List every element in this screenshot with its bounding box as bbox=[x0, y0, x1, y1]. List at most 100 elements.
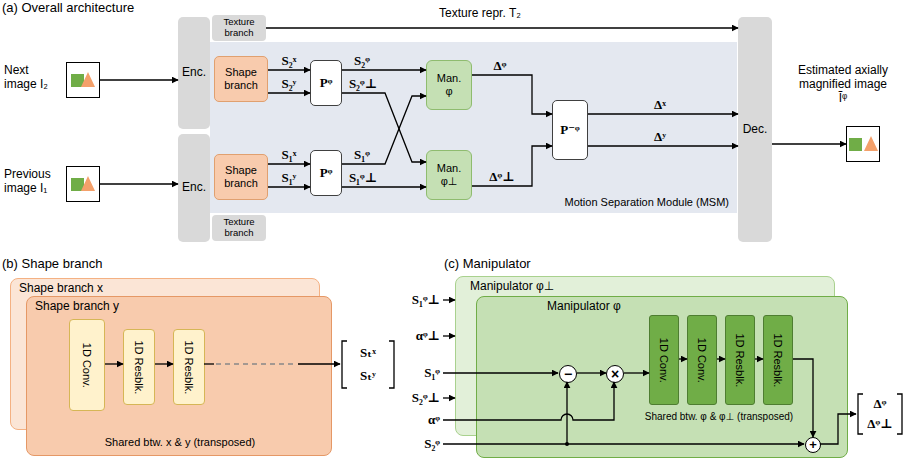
image-frame bbox=[847, 127, 880, 162]
connector bbox=[100, 183, 178, 184]
edge-label: S₁ʸ bbox=[281, 171, 296, 186]
connector bbox=[268, 69, 310, 70]
operator-circle: × bbox=[606, 365, 624, 383]
input-arrow bbox=[443, 443, 804, 444]
manipulator-box: Man. φ bbox=[426, 60, 472, 110]
connector bbox=[105, 363, 123, 364]
node-label: 1D Conv. bbox=[696, 337, 709, 382]
output-arrow bbox=[298, 363, 340, 364]
connector bbox=[266, 27, 738, 28]
input-arrow bbox=[443, 372, 558, 373]
image-icon bbox=[846, 126, 880, 162]
connector bbox=[268, 92, 310, 93]
texture-branch-box: Texture branch bbox=[212, 15, 266, 41]
connector bbox=[717, 358, 725, 359]
operator-circle: − bbox=[559, 365, 577, 383]
edge-label: S₂ʸ bbox=[281, 77, 296, 92]
dashed-line bbox=[216, 363, 296, 364]
bracket bbox=[897, 394, 902, 434]
junction-dot bbox=[565, 442, 569, 446]
node-label: Pᵠ bbox=[320, 76, 333, 91]
operator-circle: + bbox=[805, 437, 821, 453]
section-title: (b) Shape branch bbox=[2, 257, 102, 272]
connector bbox=[755, 358, 763, 359]
edge-label: Δˣ bbox=[654, 98, 666, 113]
encoder-box: Enc. bbox=[178, 17, 210, 129]
texture-branch-box: Texture branch bbox=[212, 215, 266, 241]
layer-block: 1D Resblk. bbox=[763, 315, 793, 405]
signal-label: αᵠ⊥ bbox=[380, 329, 440, 344]
section-title: (a) Overall architecture bbox=[2, 1, 134, 16]
signal-label: αᵠ bbox=[380, 413, 440, 428]
node-label: Next image I₂ bbox=[4, 64, 64, 92]
output-arrow bbox=[820, 414, 856, 444]
orange-triangle bbox=[81, 176, 95, 191]
edge-label: S₁ᵠ⊥ bbox=[349, 171, 377, 186]
connector bbox=[679, 358, 687, 359]
orange-triangle bbox=[81, 72, 95, 87]
decoder-box: Dec. bbox=[738, 17, 772, 242]
encoder-box: Enc. bbox=[178, 134, 210, 242]
connector bbox=[588, 113, 738, 114]
layer-block: 1D Conv. bbox=[687, 315, 717, 405]
node-label: 1D Conv. bbox=[658, 337, 671, 382]
connector bbox=[472, 146, 552, 186]
connector bbox=[793, 359, 813, 437]
connector bbox=[342, 186, 426, 187]
node-label: Shape branch bbox=[215, 164, 267, 189]
node-label: Texture branch bbox=[212, 17, 266, 39]
node-label: Manipulator φ bbox=[547, 300, 621, 314]
connector bbox=[342, 96, 426, 164]
projection-box: P⁻ᵠ bbox=[552, 100, 588, 160]
node-label: Shared btw. x & y (transposed) bbox=[27, 436, 333, 449]
node-label: Texture branch bbox=[212, 217, 266, 239]
node-label: Man. φ⊥ bbox=[433, 162, 465, 187]
connector bbox=[155, 363, 173, 364]
projection-box: Pᵠ bbox=[310, 150, 342, 196]
module-region: Motion Separation Module (MSM)Shape bran… bbox=[210, 42, 737, 213]
image-icon bbox=[66, 62, 100, 98]
edge-label: Δᵠ⊥ bbox=[489, 170, 514, 185]
node-label: Enc. bbox=[182, 181, 206, 195]
connector bbox=[100, 79, 178, 80]
manipulator-panel: Manipulator φ Shared btw. φ & φ⊥ (transpo… bbox=[476, 296, 848, 458]
edge-label: S₂ˣ bbox=[282, 54, 297, 69]
branch-panel: Shape branch yShared btw. x & y (transpo… bbox=[26, 296, 332, 456]
node-label: 1D Resblk. bbox=[133, 340, 146, 394]
input-arrow bbox=[443, 335, 455, 336]
layer-block: 1D Resblk. bbox=[123, 329, 155, 405]
node-label: Dec. bbox=[743, 123, 768, 137]
edge-label: Texture repr. T₂ bbox=[439, 7, 521, 21]
image-frame bbox=[67, 167, 100, 202]
branch-arrow bbox=[566, 382, 567, 444]
connector bbox=[624, 372, 649, 373]
bracket bbox=[342, 341, 347, 388]
signal-label: Δᵠ bbox=[874, 397, 887, 412]
signal-label: S₂ᵠ⊥ bbox=[380, 391, 440, 406]
signal-label: S₁ᵠ⊥ bbox=[380, 293, 440, 308]
node-label: 1D Resblk. bbox=[734, 333, 747, 387]
edge-label: Δʸ bbox=[654, 130, 666, 145]
signal-label: S₁ᵠ bbox=[380, 366, 440, 381]
signal-label: Δᵠ⊥ bbox=[867, 417, 892, 432]
manipulator-box: Man. φ⊥ bbox=[426, 150, 472, 200]
bracket bbox=[858, 394, 863, 434]
input-arrow bbox=[443, 299, 455, 300]
edge-label: S₂ᵠ⊥ bbox=[349, 77, 377, 92]
bracket bbox=[389, 341, 394, 388]
node-label: Pᵠ bbox=[320, 166, 333, 181]
node-label: Shared btw. φ & φ⊥ (transposed) bbox=[634, 411, 804, 423]
node-label: 1D Conv. bbox=[81, 342, 94, 387]
shape-branch-box: Shape branch bbox=[214, 154, 268, 200]
node-label: Enc. bbox=[182, 66, 206, 80]
edge-label: S₂ᵠ bbox=[354, 54, 370, 69]
node-label: Manipulator φ⊥ bbox=[470, 280, 554, 294]
signal-label: S₂ᵠ bbox=[380, 437, 440, 452]
input-arrow bbox=[443, 397, 455, 398]
connector bbox=[577, 372, 606, 373]
input-arrow bbox=[443, 382, 614, 420]
node-label: Previous image I₁ bbox=[4, 168, 64, 196]
